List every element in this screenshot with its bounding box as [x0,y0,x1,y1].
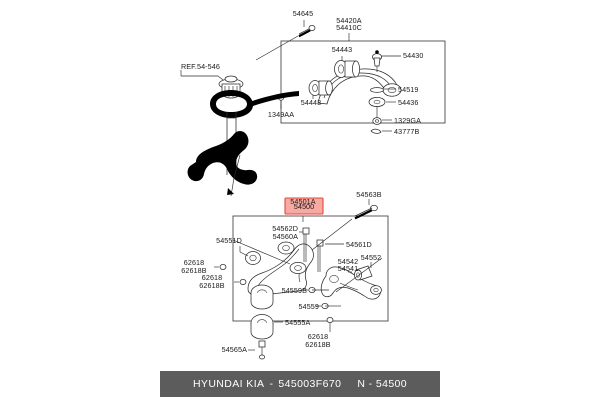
upper-assembly-group [180,20,446,134]
lower-fastener-1329GA [372,106,382,125]
footer-group-code: N - 54500 [357,378,408,390]
bolt-54645 [298,25,316,38]
footer-bar: HYUNDAI KIA - 545003F670 N - 54500 [160,371,440,397]
stud-54563B [354,204,378,220]
bushing-54551D [245,251,261,265]
fastener-54559B [308,287,329,293]
bushing-54555A [250,314,274,340]
upper-assembly-frame [280,40,446,124]
lower-assembly-frame [232,215,389,322]
highlighted-lower-arm-silhouette [187,131,258,197]
upper-bushing-top [334,60,360,78]
fastener-62618-c [326,317,334,323]
upper-bushing-left [308,80,333,96]
bolt-54565A [258,340,266,360]
upper-washer-54519 [370,87,384,93]
footer-part-number: 545003F670 [278,378,342,390]
upper-stud-54430 [372,50,382,72]
bushing-54552 [354,265,373,281]
fastener-62618-b [239,279,247,285]
footer-brand: HYUNDAI KIA [192,378,265,390]
highlight-54500 [284,197,324,215]
upper-bushing-54436 [368,97,386,107]
fastener-54559 [321,303,341,309]
bushing-body-large [250,284,274,310]
bolt-54561D [316,239,324,272]
footer-separator: - [269,378,274,390]
fastener-62618-a [219,264,227,270]
strut-assembly [210,75,299,175]
lower-assembly-group [214,199,389,360]
lower-control-arm-part [247,241,314,296]
bolt-54562D [302,227,310,262]
upper-control-arm-part [317,68,402,105]
clip-43777B [370,128,382,134]
knuckle-part [320,266,382,300]
